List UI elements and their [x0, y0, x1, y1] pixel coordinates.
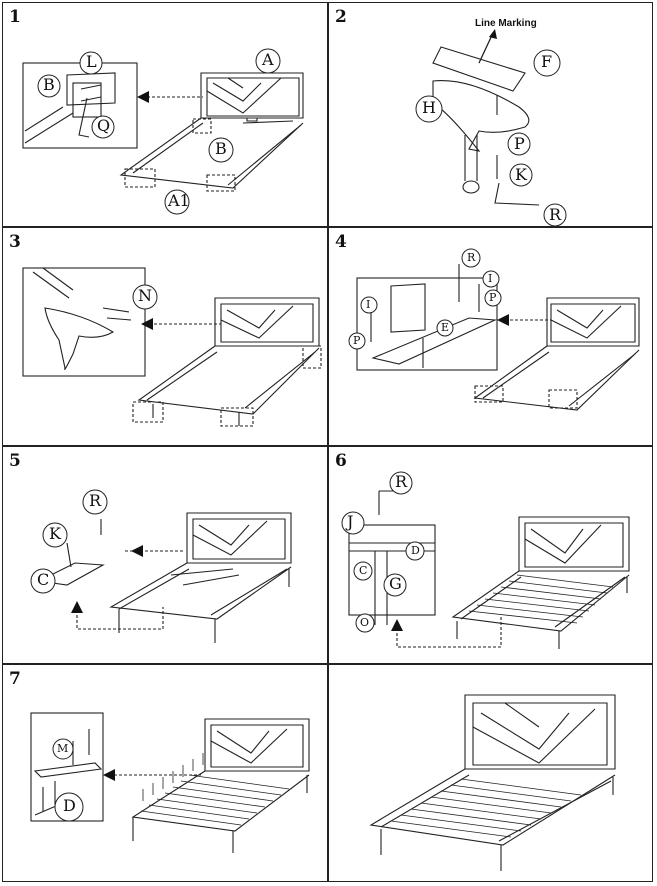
row-divider [3, 663, 652, 665]
pointer-arrow-icon [103, 769, 115, 781]
step-6-panel: 6 [329, 447, 654, 663]
part-label: A [262, 50, 274, 69]
part-label: M [57, 742, 69, 755]
step-number: 3 [9, 232, 21, 252]
step-number: 5 [9, 451, 21, 471]
pointer-arrow-icon [391, 619, 403, 631]
pointer-arrow-icon [497, 314, 509, 326]
part-label: I [366, 298, 371, 311]
part-label: E [441, 321, 450, 334]
pointer-arrow-icon [71, 601, 83, 613]
step-4-illustration [348, 248, 640, 411]
part-label: O [360, 616, 370, 629]
step-7-panel: 7 M D [3, 665, 327, 883]
column-divider [327, 3, 329, 881]
part-label: R [467, 251, 476, 264]
part-label: K [515, 165, 527, 184]
detail-inset [356, 277, 498, 371]
step-3-panel: 3 N [3, 228, 327, 445]
part-label: B [43, 75, 55, 94]
bed-panel-corner [432, 46, 526, 92]
step-1-panel: 1 [3, 3, 327, 226]
final-assembly-panel [329, 665, 654, 883]
step-number: 6 [335, 451, 347, 471]
part-label: N [138, 286, 152, 305]
part-label: R [395, 472, 408, 491]
step-number: 2 [335, 7, 347, 27]
pointer-arrow-icon [137, 91, 149, 103]
step-5-illustration [30, 489, 292, 643]
part-label: R [549, 205, 562, 224]
rail-detail [37, 562, 105, 586]
assembled-bed-illustration [369, 694, 616, 871]
step-number: 4 [335, 232, 347, 252]
step-2-illustration [415, 29, 567, 226]
part-label: F [541, 52, 553, 71]
detail-inset [22, 267, 146, 377]
detail-inset [348, 524, 436, 616]
part-label: I [488, 272, 493, 285]
step-6-illustration [341, 471, 630, 649]
step-1-illustration [22, 48, 304, 215]
step-7-illustration [30, 712, 310, 853]
pointer-arrow-icon [131, 545, 143, 557]
row-divider [3, 445, 652, 447]
part-label: P [514, 134, 525, 153]
part-label: B [215, 139, 227, 158]
part-label: J [347, 512, 354, 531]
part-label: P [489, 291, 497, 304]
part-label: H [422, 98, 436, 117]
part-label: G [389, 574, 402, 593]
annotation-text: Line Marking [475, 18, 537, 29]
part-label: D [63, 796, 76, 815]
part-label: R [89, 491, 102, 510]
part-label: L [86, 52, 97, 71]
pointer-arrow-icon [141, 318, 153, 330]
step-4-panel: 4 R I P [329, 228, 654, 445]
leg-bracket [432, 79, 530, 152]
row-divider [3, 226, 652, 228]
step-5-panel: 5 R K C [3, 447, 327, 663]
part-label: C [37, 570, 50, 589]
part-label: P [353, 334, 361, 347]
step-number: 7 [9, 669, 21, 689]
step-number: 1 [9, 7, 21, 27]
part-label: D [411, 544, 420, 557]
part-label: A1 [168, 191, 190, 210]
step-3-illustration [22, 267, 322, 427]
step-2-panel: 2 Line Marking F H P K R [329, 3, 654, 226]
part-label: Q [97, 116, 111, 135]
part-label: C [359, 564, 368, 577]
part-label: K [49, 524, 61, 543]
